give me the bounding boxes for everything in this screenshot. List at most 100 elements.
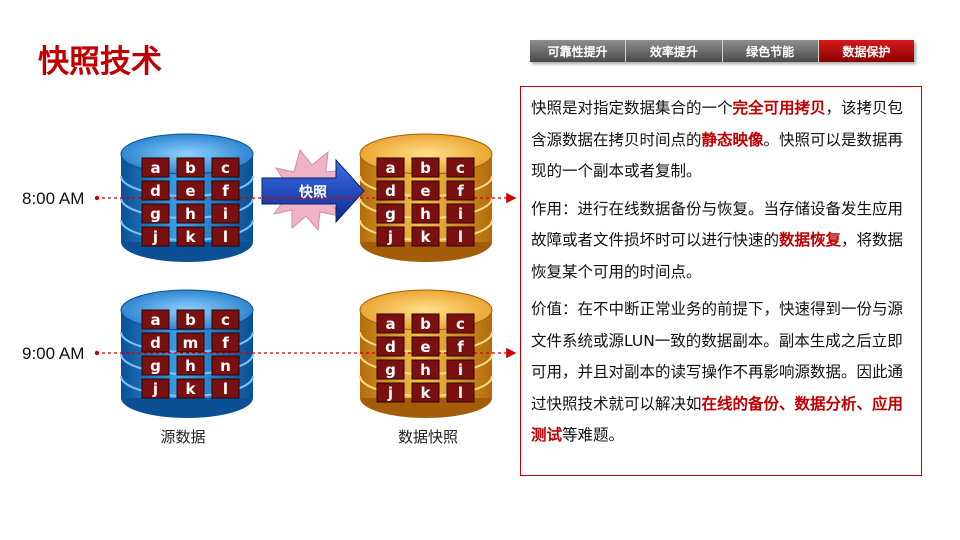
data-block [211,309,240,330]
data-block-letter: j [152,228,158,246]
tab-reliability[interactable]: 可靠性提升 [530,40,627,62]
data-block-letter: k [186,380,197,398]
data-block-letter: g [150,205,161,223]
data-block-letter: f [457,338,464,356]
data-block [141,157,170,178]
data-block [211,203,240,224]
data-block [376,313,405,334]
data-block-letter: g [385,361,396,379]
data-block-letter: f [457,182,464,200]
time-line-start-dot [94,350,100,356]
data-block [211,180,240,201]
data-block [211,226,240,247]
data-block-letter: l [223,228,228,246]
definition-paragraph: 快照是对指定数据集合的一个完全可用拷贝，该拷贝包含源数据在拷贝时间点的静态映像。… [531,93,911,188]
data-block-letter: b [420,159,431,177]
data-block-letter: g [150,357,161,375]
data-block [176,355,205,376]
data-block-letter: j [387,384,393,402]
value-paragraph: 价值：在不中断正常业务的前提下，快速得到一份与源文件系统或源LUN一致的数据副本… [531,294,911,452]
data-block [411,180,440,201]
data-block-letter: d [150,334,161,352]
value-text: 价值：在不中断正常业务的前提下，快速得到一份与源文件系统或源LUN一致的数据副本… [531,300,904,413]
data-block-letter: h [185,205,196,223]
highlight-data-recovery: 数据恢复 [779,231,842,249]
data-block-letter: h [185,357,196,375]
data-block [211,332,240,353]
data-block-letter: j [387,228,393,246]
page-title: 快照技术 [38,44,162,80]
data-block [176,226,205,247]
data-block-letter: j [152,380,158,398]
data-block [411,226,440,247]
highlight-full-copy: 完全可用拷贝 [732,99,826,117]
data-block-letter: d [385,182,396,200]
function-paragraph: 作用：进行在线数据备份与恢复。当存储设备发生应用故障或者文件损坏时可以进行快速的… [531,194,911,289]
time-label-9am: 9:00 AM [22,344,84,363]
data-block [141,332,170,353]
data-block-letter: c [456,315,465,333]
data-block [211,355,240,376]
tab-green-energy[interactable]: 绿色节能 [722,40,819,62]
data-block [411,203,440,224]
data-block [141,355,170,376]
data-block-letter: a [150,159,160,177]
snapshot-arrow: 快照 [261,148,365,232]
data-block-letter: h [420,361,431,379]
data-block-letter: b [420,315,431,333]
data-block-letter: a [150,311,160,329]
data-block [411,313,440,334]
data-block-letter: l [458,228,463,246]
data-block [376,382,405,403]
data-block [446,226,475,247]
data-block [446,313,475,334]
function-text-end: ，将数据恢复某个可用的时间点。 [531,231,904,281]
data-block [176,180,205,201]
tab-efficiency[interactable]: 效率提升 [626,40,723,62]
snapshot-arrow-label: 快照 [299,184,327,201]
data-block-letter: f [222,182,229,200]
data-block-letter: k [421,384,432,402]
definition-text: 快照是对指定数据集合的一个 [531,99,733,117]
data-block [446,359,475,380]
value-text-end: 等难题。 [562,426,625,444]
data-block [141,203,170,224]
highlight-use-cases: 在线的备份、数据分析、应用测试 [531,394,904,445]
tab-data-protection[interactable]: 数据保护 [818,40,914,62]
data-block [376,203,405,224]
data-block [411,359,440,380]
data-block [376,226,405,247]
data-block [376,336,405,357]
description-box: 快照是对指定数据集合的一个完全可用拷贝，该拷贝包含源数据在拷贝时间点的静态映像。… [520,86,922,476]
data-block-letter: n [220,357,231,375]
highlight-static-image: 静态映像 [701,130,764,149]
source-data-caption: 源数据 [160,428,205,446]
data-block [176,203,205,224]
data-block [411,336,440,357]
data-block-letter: b [185,159,196,177]
definition-text-end: 。快照可以是数据再现的一个副本或者复制。 [531,130,904,181]
data-block-letter: m [183,334,199,352]
data-block [176,309,205,330]
data-block-letter: f [222,334,229,352]
data-block-letter: c [221,159,230,177]
data-block-letter: g [385,205,396,223]
data-block [411,382,440,403]
data-block [211,378,240,399]
data-block [141,226,170,247]
time-line-start-dot [94,195,100,201]
data-block [446,180,475,201]
data-block [176,332,205,353]
data-block-letter: a [385,315,395,333]
data-block [446,336,475,357]
data-block [176,157,205,178]
data-block-letter: a [385,159,395,177]
source-disk-9am [120,289,254,418]
data-block-letter: i [458,361,463,379]
data-block [141,180,170,201]
data-block-letter: l [223,380,228,398]
